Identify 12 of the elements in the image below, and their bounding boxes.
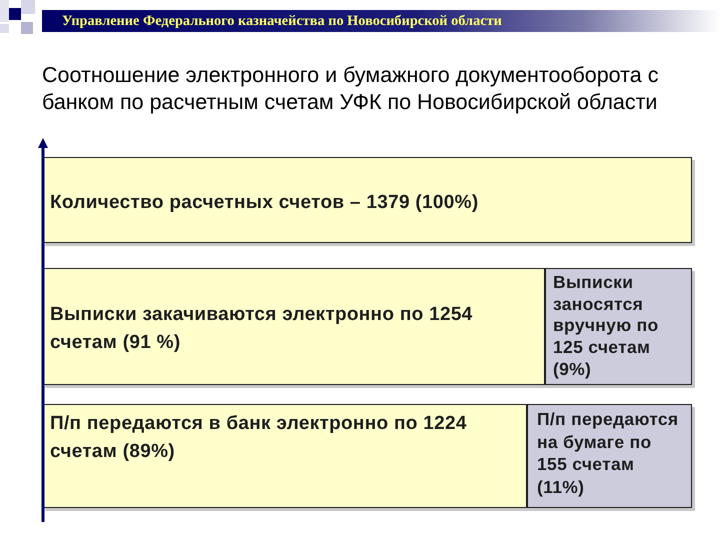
text-box xyxy=(42,268,545,385)
box-text: Количество расчетных счетов – 1379 (100%) xyxy=(50,191,480,215)
box-text: П/п передаются на бумаге по 155 счетам (11%) xyxy=(537,408,680,498)
text-box xyxy=(527,404,692,508)
text-box xyxy=(42,157,692,243)
box-text: П/п передаются в банк электронно по 1224 счетам (89%) xyxy=(50,412,468,464)
text-box xyxy=(545,268,692,385)
header-text: Управление Федерального казначейства по Новосибирской области xyxy=(62,12,502,30)
box-text: Выписки закачиваются электронно по 1254 счетам (91 %) xyxy=(50,303,474,355)
box-text: Выписки заносятся вручную по 125 счетам (9%) xyxy=(553,272,660,381)
text-box xyxy=(42,404,527,508)
slide-title: Соотношение электронного и бумажного документооборота с банком по расчетным счетам УФК по Новосибирской области xyxy=(42,62,660,116)
